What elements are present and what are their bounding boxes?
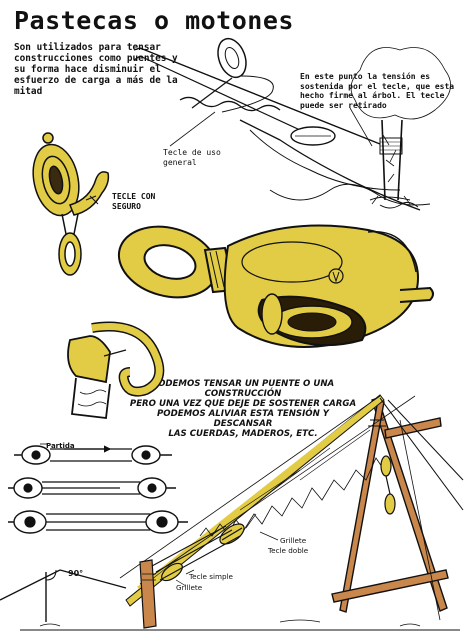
label-partida: Partida xyxy=(46,442,75,450)
upper-block-icon xyxy=(217,37,247,79)
tackle-arrangements xyxy=(8,443,188,534)
tecle-con-seguro-icon xyxy=(32,132,110,276)
a-frame-tackle-icon xyxy=(380,455,396,515)
anchor-stake-icon xyxy=(139,559,157,629)
label-grillete-top: Grillete xyxy=(280,536,307,545)
label-tecle-seguro: TECLE CON SEGURO xyxy=(112,192,156,211)
label-tecle-simple: Tecle simple xyxy=(189,572,233,581)
tecle-doble-icon xyxy=(219,523,245,545)
tackle-row-3 xyxy=(8,510,188,534)
tree-block-icon xyxy=(290,126,336,146)
large-pulley-block-icon xyxy=(117,224,434,348)
tackle-row-1 xyxy=(14,443,172,465)
label-grillete-bottom: Grillete xyxy=(176,583,203,592)
tension-caption: PODEMOS TENSAR UN PUENTE O UNA CONSTRUCC… xyxy=(129,379,357,439)
label-angle-90: 90° xyxy=(68,569,84,578)
label-tecle-general: Tecle de uso general xyxy=(163,148,221,167)
tree-icon xyxy=(350,47,452,205)
bridge-tension-illustration xyxy=(0,394,464,631)
angle-peg-icon xyxy=(0,569,127,622)
tree-tension-note: En este punto la tensión es sostenida po… xyxy=(300,72,455,110)
label-tecle-doble: Tecle doble xyxy=(268,546,309,555)
page-title: Pastecas o motones xyxy=(14,6,294,35)
hook-with-latch-icon xyxy=(67,321,165,419)
tree-tackle-illustration xyxy=(133,37,452,211)
tackle-row-2 xyxy=(8,477,176,499)
a-frame-poles xyxy=(331,397,449,613)
